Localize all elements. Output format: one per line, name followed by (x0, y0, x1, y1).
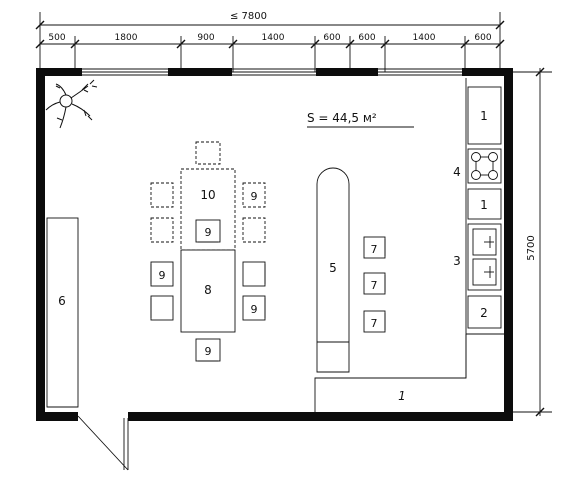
door (77, 415, 129, 471)
area-label: S = 44,5 м² (307, 111, 377, 125)
bar-stools: 7 7 7 (363, 236, 386, 333)
segment-label-1: 500 (48, 33, 65, 43)
sink-label: 3 (453, 254, 461, 268)
bar-stool: 7 (363, 310, 386, 333)
table-extension-label: 10 (200, 188, 215, 202)
svg-text:9: 9 (205, 226, 212, 239)
dishwasher-label: 2 (480, 306, 488, 320)
dining-table: 10 8 (180, 168, 236, 333)
height-label: 5700 (526, 235, 537, 260)
optional-chair (150, 217, 174, 243)
chair (150, 295, 174, 321)
svg-text:7: 7 (371, 317, 378, 330)
table-main-label: 8 (204, 283, 212, 297)
svg-text:7: 7 (371, 279, 378, 292)
kitchen-island: 5 (316, 167, 350, 373)
segment-label-4: 1400 (262, 33, 285, 43)
svg-text:9: 9 (251, 303, 258, 316)
chair: 9 (195, 338, 221, 362)
windows (82, 68, 462, 76)
optional-chair (195, 141, 221, 165)
segment-label-7: 1400 (413, 33, 436, 43)
chair: 9 (150, 261, 174, 287)
segment-label-5: 600 (323, 33, 340, 43)
segment-label-6: 600 (358, 33, 375, 43)
window-1 (82, 68, 168, 76)
top-dimension-chain: ≤ 7800 500 1800 900 1400 600 600 1400 60… (35, 11, 505, 72)
optional-chairs: 9 (150, 141, 266, 243)
plant-icon (45, 79, 98, 129)
bar-stool: 7 (363, 236, 386, 259)
segment-label-3: 900 (197, 33, 214, 43)
island-label: 5 (329, 261, 337, 275)
svg-text:9: 9 (251, 190, 258, 203)
segment-label-2: 1800 (115, 33, 138, 43)
bar-stool: 7 (363, 272, 386, 295)
kitchen-counter-bottom: 1 (314, 334, 467, 412)
chair: 9 (242, 295, 266, 321)
walls (36, 68, 513, 421)
wall-cabinet-left: 6 (46, 217, 79, 408)
optional-chair (150, 182, 174, 208)
window-3 (378, 68, 462, 76)
svg-text:9: 9 (159, 269, 166, 282)
fridge (467, 86, 502, 145)
stove-label: 4 (453, 165, 461, 179)
optional-chair (242, 217, 266, 243)
wall-cabinet-label: 6 (58, 294, 66, 308)
segment-label-8: 600 (474, 33, 491, 43)
chairs: 9 9 9 9 (150, 219, 266, 362)
chair: 9 (195, 219, 221, 243)
svg-text:9: 9 (205, 345, 212, 358)
svg-text:7: 7 (371, 243, 378, 256)
area-label-group: S = 44,5 м² (307, 111, 414, 128)
chair (242, 261, 266, 287)
cabinet-under-stove-label: 1 (480, 198, 488, 212)
sink (467, 223, 502, 291)
dishwasher (467, 295, 502, 329)
fridge-label: 1 (480, 109, 488, 123)
window-2 (232, 68, 316, 76)
optional-chair (242, 182, 266, 208)
bottom-counter-label: 1 (398, 389, 406, 403)
cabinet-under-stove (467, 188, 502, 220)
stove (467, 148, 502, 184)
total-width-label: ≤ 7800 (230, 11, 267, 22)
kitchen-counter-right: 1 4 1 3 2 (453, 78, 504, 378)
table-main (180, 249, 236, 333)
